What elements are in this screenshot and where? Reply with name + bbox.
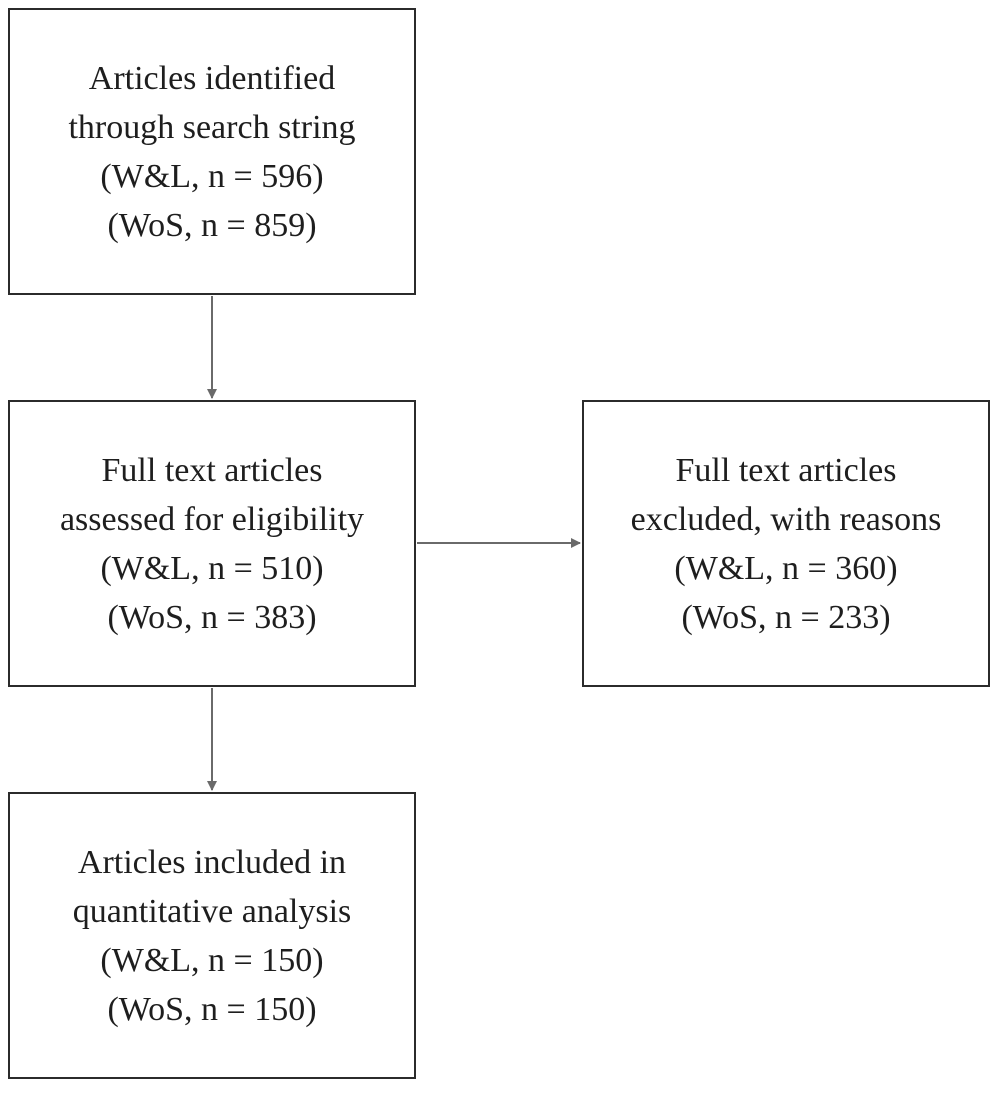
- included-wos-count: (WoS, n = 150): [107, 990, 317, 1028]
- included-text: Articles included in quantitative analys…: [73, 838, 352, 1034]
- identified-box: Articles identified through search strin…: [8, 8, 416, 295]
- assessed-line-2: assessed for eligibility: [59, 500, 365, 538]
- assessed-text: Full text articles assessed for eligibil…: [60, 446, 364, 642]
- excluded-wl-count: (W&L, n = 360): [674, 549, 898, 587]
- excluded-line-1: Full text articles: [675, 451, 897, 489]
- excluded-box: Full text articles excluded, with reason…: [582, 400, 990, 687]
- included-line-1: Articles included in: [77, 843, 347, 881]
- included-wl-count: (W&L, n = 150): [100, 941, 324, 979]
- excluded-wos-count: (WoS, n = 233): [681, 598, 891, 636]
- excluded-line-2: excluded, with reasons: [630, 500, 942, 538]
- assessed-box: Full text articles assessed for eligibil…: [8, 400, 416, 687]
- assessed-wos-count: (WoS, n = 383): [107, 598, 317, 636]
- identified-text: Articles identified through search strin…: [68, 54, 355, 250]
- identified-wos-count: (WoS, n = 859): [107, 206, 317, 244]
- assessed-line-1: Full text articles: [101, 451, 323, 489]
- included-box: Articles included in quantitative analys…: [8, 792, 416, 1079]
- identified-line-1: Articles identified: [88, 59, 336, 97]
- identified-wl-count: (W&L, n = 596): [100, 157, 324, 195]
- included-line-2: quantitative analysis: [72, 892, 352, 930]
- identified-line-2: through search string: [68, 108, 356, 146]
- excluded-text: Full text articles excluded, with reason…: [631, 446, 942, 642]
- assessed-wl-count: (W&L, n = 510): [100, 549, 324, 587]
